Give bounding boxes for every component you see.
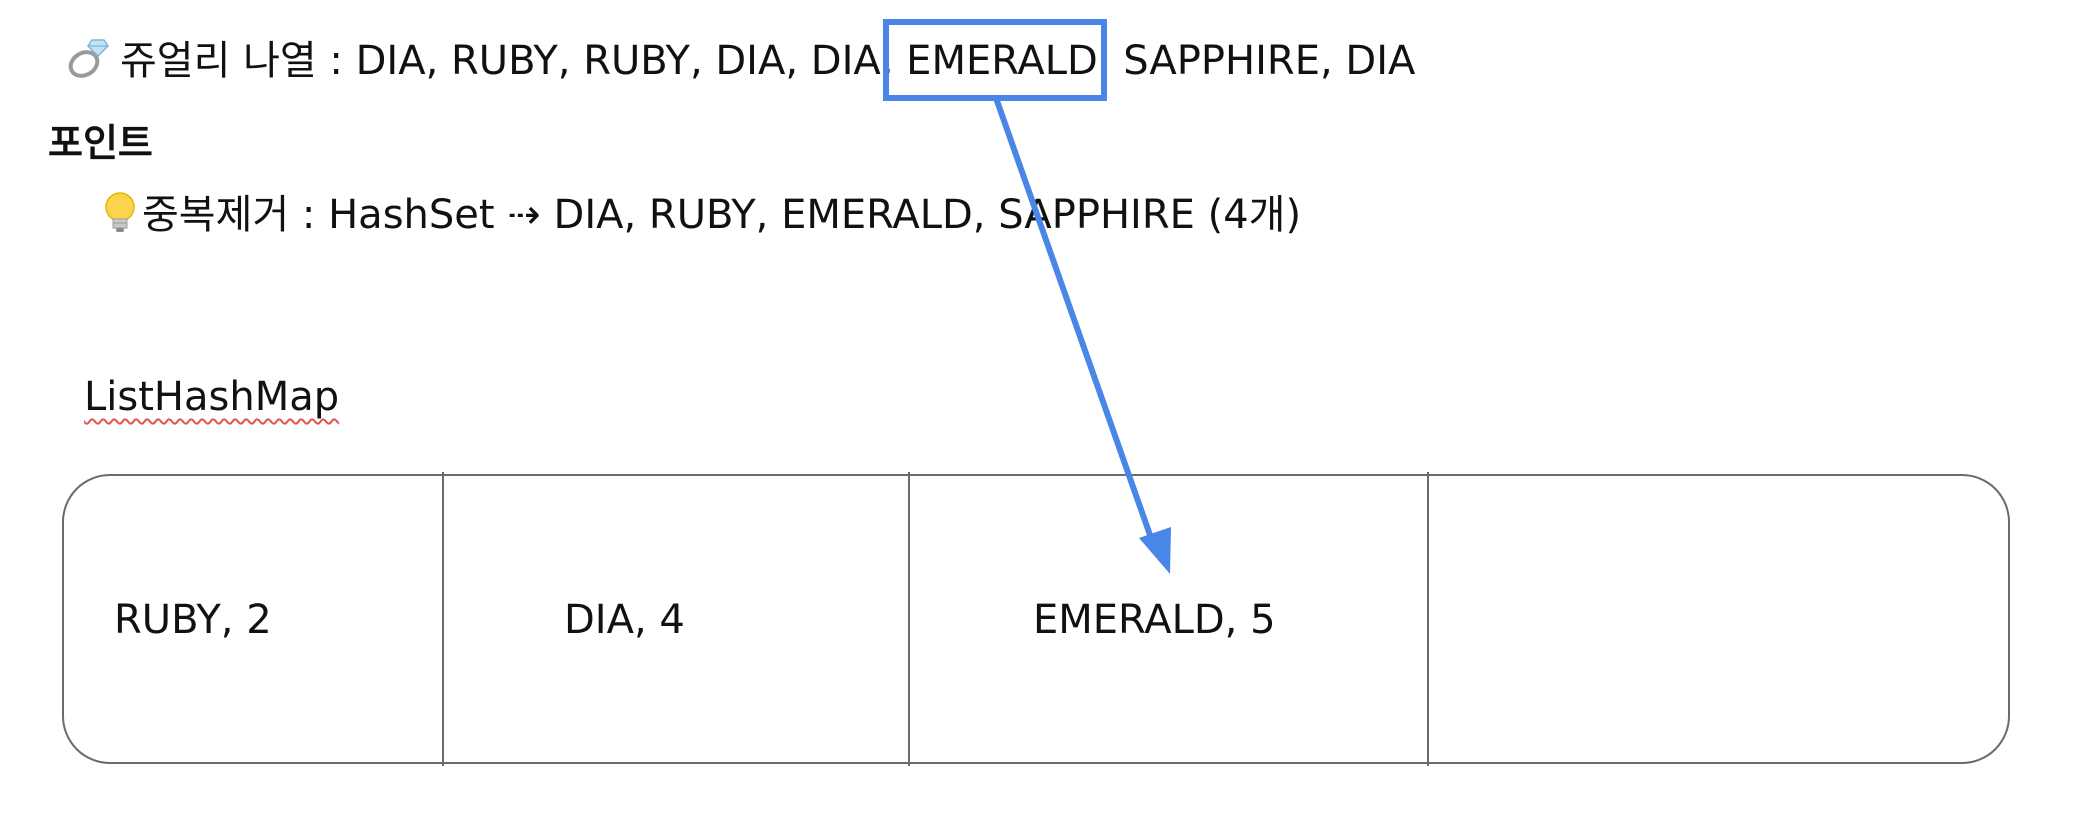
jewelry-list-prefix: 쥬얼리 나열 : DIA, RUBY, RUBY, DIA, DIA,	[120, 38, 894, 84]
map-cell-2: DIA, 4	[564, 597, 685, 643]
dedupe-text: 중복제거 : HashSet ⇢ DIA, RUBY, EMERALD, SAP…	[142, 192, 1302, 238]
emerald-arrow-line	[993, 97, 1153, 536]
cell-divider	[1427, 472, 1429, 766]
point-heading: 포인트	[48, 121, 153, 165]
jewelry-list-line: 쥬얼리 나열 : DIA, RUBY, RUBY, DIA, DIA, EMER…	[66, 32, 1415, 90]
jewelry-list-suffix: , SAPPHIRE, DIA	[1097, 38, 1416, 84]
lightbulb-icon	[105, 192, 135, 232]
map-cell-3: EMERALD, 5	[1033, 597, 1276, 643]
cell-divider	[908, 472, 910, 766]
cell-divider	[442, 472, 444, 766]
jewelry-list-highlight: EMERALD	[906, 38, 1098, 84]
dedupe-line: 중복제거 : HashSet ⇢ DIA, RUBY, EMERALD, SAP…	[100, 186, 1301, 244]
list-hash-map-label: ListHashMap	[84, 374, 340, 420]
ring-icon	[68, 39, 109, 78]
map-cell-1: RUBY, 2	[114, 597, 272, 643]
